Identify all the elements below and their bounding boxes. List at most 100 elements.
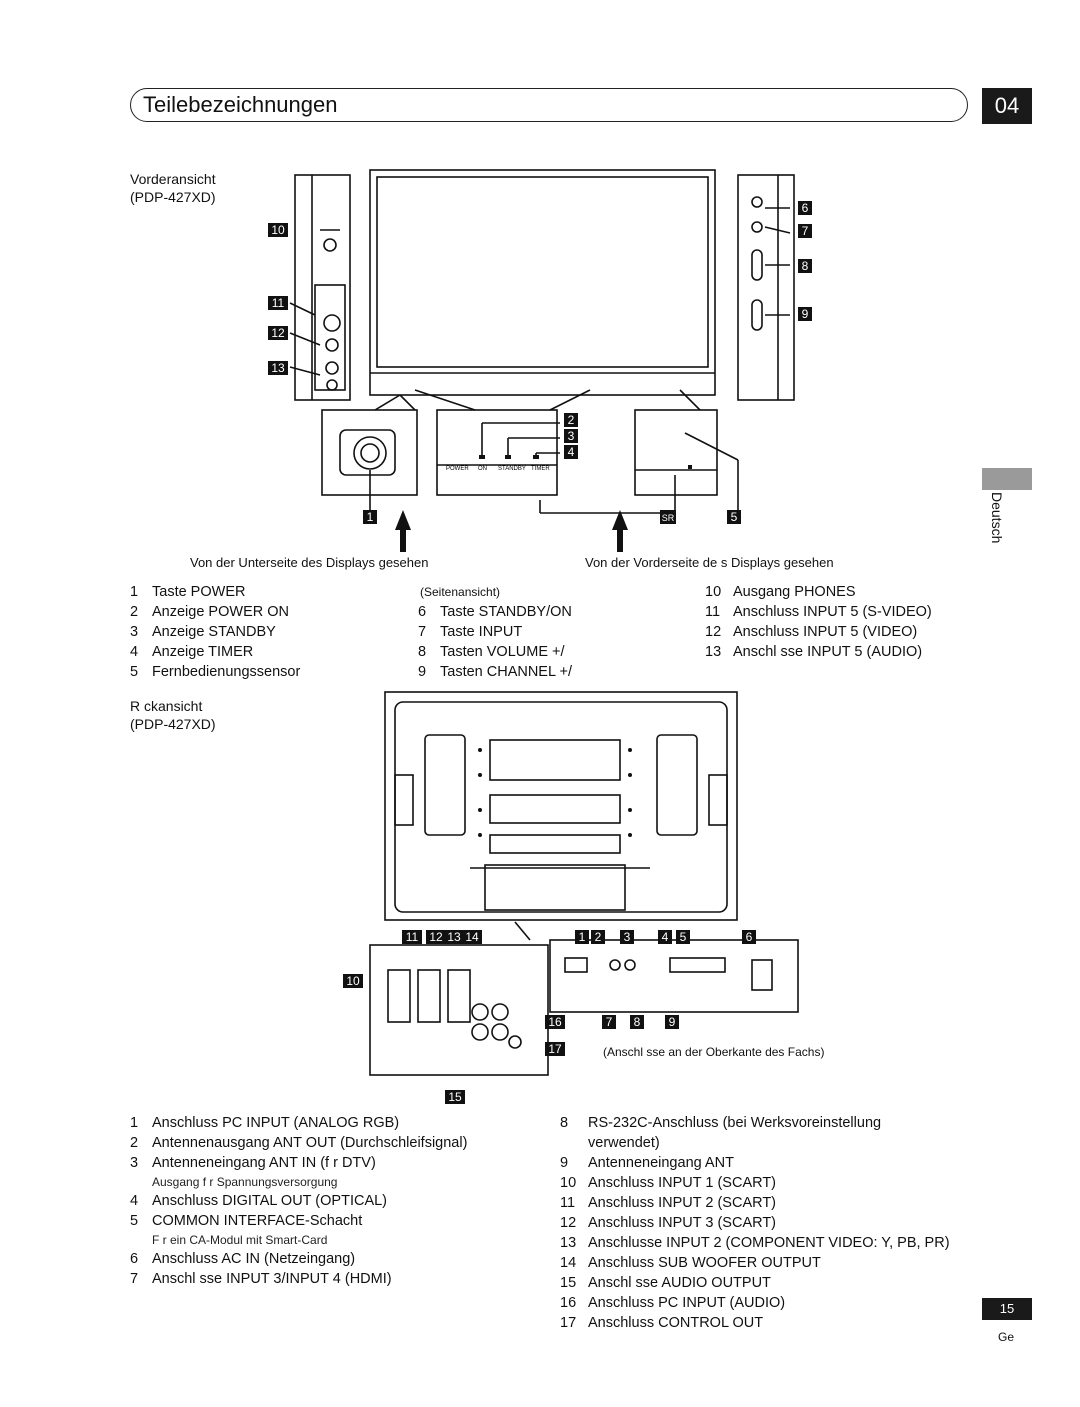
item-number: 17	[560, 1315, 577, 1331]
item-text: Anschlusse INPUT 2 (COMPONENT VIDEO: Y, …	[588, 1235, 950, 1251]
language-label: Deutsch	[989, 492, 1005, 544]
item-text: Anschluss AC IN (Netzeingang)	[152, 1251, 356, 1267]
item-number: 3	[130, 1155, 139, 1171]
item-subnote: F r ein CA-Modul mit Smart-Card	[152, 1233, 328, 1247]
svg-text:2: 2	[595, 930, 602, 944]
svg-text:5: 5	[680, 930, 687, 944]
page-number: 15	[982, 1298, 1032, 1320]
item-text: Antenneneingang ANT IN (f r DTV)	[152, 1155, 376, 1171]
item-number: 5	[130, 664, 139, 680]
item-number: 2	[130, 604, 139, 620]
svg-text:8: 8	[802, 259, 809, 273]
rear-panel	[384, 691, 738, 921]
item-number: 12	[705, 624, 722, 640]
item-text: Taste STANDBY/ON	[440, 604, 572, 620]
item-text: Anschl sse INPUT 5 (AUDIO)	[733, 644, 923, 660]
svg-text:17: 17	[548, 1042, 562, 1056]
list-item: 12 Anschluss INPUT 3 (SCART)	[560, 1213, 950, 1233]
item-text: Anschl sse AUDIO OUTPUT	[588, 1275, 771, 1291]
svg-text:4: 4	[662, 930, 669, 944]
item-number: 9	[418, 664, 427, 680]
item-text: Antenneneingang ANT	[588, 1155, 734, 1171]
svg-text:6: 6	[802, 201, 809, 215]
list-item: 1 Anschluss PC INPUT (ANALOG RGB)	[130, 1113, 467, 1133]
svg-text:SR: SR	[662, 513, 675, 523]
item-text: Anschluss INPUT 5 (S-VIDEO)	[733, 604, 932, 620]
rear-terminals-left	[369, 944, 549, 1076]
svg-text:10: 10	[346, 974, 360, 988]
list-item: 3 Antenneneingang ANT IN (f r DTV)	[130, 1153, 467, 1173]
item-text: RS-232C-Anschluss (bei Werksvoreinstellu…	[588, 1115, 882, 1131]
svg-text:9: 9	[802, 307, 809, 321]
svg-text:10: 10	[271, 223, 285, 237]
arrow-up-bottom	[395, 510, 411, 530]
item-number: 7	[418, 624, 427, 640]
list-item: 9 Tasten CHANNEL +/	[418, 662, 572, 682]
item-number: 8	[418, 644, 427, 660]
item-text: Anschl sse INPUT 3/INPUT 4 (HDMI)	[152, 1271, 392, 1287]
front-view-diagram: POWER ON STANDBY TIMER 2 3 4 1 SR 5 6 7 …	[268, 169, 812, 552]
item-number: 15	[560, 1275, 577, 1291]
svg-text:12: 12	[429, 930, 443, 944]
item-text: Anschluss PC INPUT (AUDIO)	[588, 1295, 786, 1311]
svg-text:1: 1	[579, 930, 586, 944]
item-number: 2	[130, 1135, 139, 1151]
svg-text:9: 9	[669, 1015, 676, 1029]
list-item: 5 Fernbedienungssensor	[130, 662, 300, 682]
list-item: 10 Anschluss INPUT 1 (SCART)	[560, 1173, 950, 1193]
rear-view-diagram: 11 12 13 14 10 15 16 17 1 2 3 4 5 6 7 8 …	[343, 691, 799, 1104]
item-number: 3	[130, 624, 139, 640]
caption-bottom-view: Von der Unterseite des Displays gesehen	[190, 555, 429, 570]
item-number: 11	[705, 604, 721, 620]
side-view-note: (Seitenansicht)	[420, 585, 501, 599]
item-number: 6	[418, 604, 427, 620]
item-text: Taste INPUT	[440, 624, 523, 640]
item-text: Anschluss DIGITAL OUT (OPTICAL)	[152, 1193, 388, 1209]
caption-front-view: Von der Vorderseite de s Displays gesehe…	[585, 555, 834, 570]
item-text: Tasten VOLUME +/	[440, 644, 565, 660]
svg-text:14: 14	[465, 930, 479, 944]
item-text: Anzeige POWER ON	[152, 604, 289, 620]
list-item: 16 Anschluss PC INPUT (AUDIO)	[560, 1293, 950, 1313]
left-side-panel	[294, 174, 351, 401]
list-item: 7 Taste INPUT	[418, 622, 572, 642]
rear-terminals-top	[549, 939, 799, 1013]
svg-text:11: 11	[406, 930, 419, 944]
item-text: Anschluss INPUT 1 (SCART)	[588, 1175, 777, 1191]
right-side-panel	[737, 174, 795, 401]
item-number: 10	[560, 1175, 577, 1191]
item-text-continued: verwendet)	[588, 1135, 660, 1151]
svg-text:2: 2	[568, 413, 575, 427]
item-number: 13	[560, 1235, 577, 1251]
item-number: 12	[560, 1215, 577, 1231]
item-number: 11	[560, 1195, 576, 1211]
item-number: 16	[560, 1295, 577, 1311]
item-text: Anzeige STANDBY	[152, 624, 276, 640]
item-text: Tasten CHANNEL +/	[440, 664, 573, 680]
list-item: 11 Anschluss INPUT 5 (S-VIDEO)	[705, 602, 932, 622]
item-subnote: Ausgang f r Spannungsversorgung	[152, 1175, 338, 1189]
svg-text:11: 11	[272, 296, 285, 310]
item-text: Anschluss INPUT 2 (SCART)	[588, 1195, 777, 1211]
list-item: 11 Anschluss INPUT 2 (SCART)	[560, 1193, 950, 1213]
svg-text:1: 1	[367, 510, 374, 524]
item-number: 8	[560, 1115, 569, 1131]
item-text: Fernbedienungssensor	[152, 664, 301, 680]
header-bar	[130, 88, 968, 122]
label-timer: TIMER	[531, 466, 550, 472]
item-number: 14	[560, 1255, 577, 1271]
item-number: 1	[130, 1115, 139, 1131]
svg-text:16: 16	[548, 1015, 562, 1029]
item-text: Anschluss INPUT 3 (SCART)	[588, 1215, 777, 1231]
item-text: Ausgang PHONES	[733, 584, 856, 600]
item-text: Anschluss PC INPUT (ANALOG RGB)	[152, 1115, 400, 1131]
